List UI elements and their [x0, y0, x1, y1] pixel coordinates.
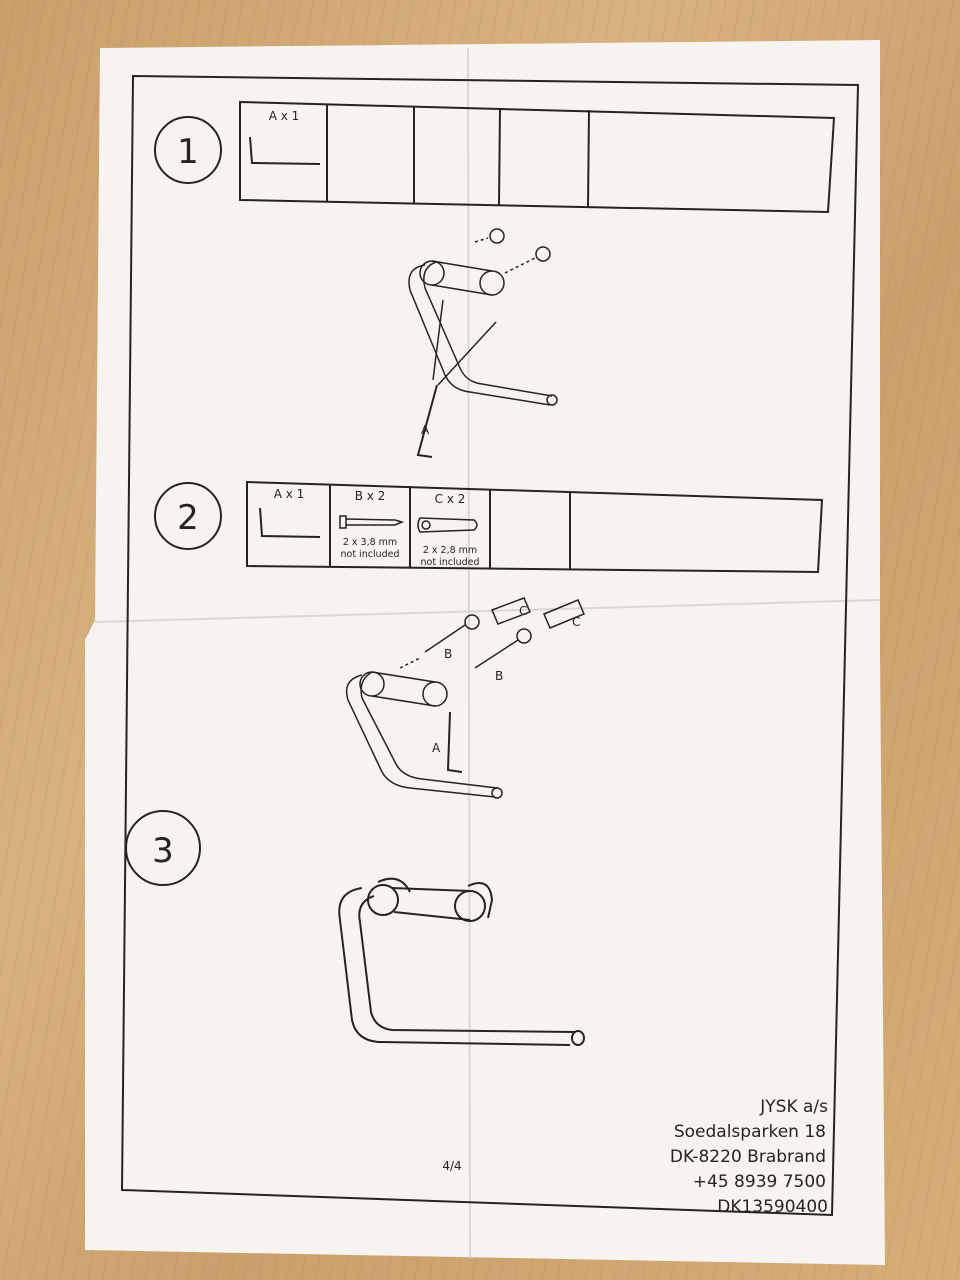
- page-border: [120, 74, 860, 1217]
- company-code: DK13590400: [717, 1197, 828, 1217]
- step-1-parts-table: [239, 100, 836, 214]
- allen-key-icon: [249, 136, 321, 165]
- step-2-callout-c2: C: [572, 615, 580, 629]
- step-2-part-b-size: 2 x 3,8 mm: [343, 537, 397, 548]
- step-2-parts-table: [246, 480, 824, 574]
- step-1-part-a-label: A x 1: [269, 109, 300, 123]
- step-2-assembly-drawing: B B C C A: [345, 597, 585, 799]
- step-3-finished-holder-drawing: [338, 877, 585, 1046]
- company-phone: +45 8939 7500: [693, 1172, 826, 1192]
- step-2-part-c-label: C x 2: [435, 492, 466, 506]
- step-2-callout-b1: B: [444, 647, 452, 661]
- company-street: Soedalsparken 18: [674, 1122, 826, 1142]
- step-2-part-c-size: 2 x 2,8 mm: [423, 545, 477, 556]
- company-name: JYSK a/s: [759, 1097, 828, 1117]
- screw-icon: [339, 515, 405, 529]
- step-3-circle: [125, 810, 201, 886]
- step-1-number: 1: [177, 132, 199, 172]
- step-1: 1 A x 1 A: [154, 100, 836, 458]
- step-1-circle: [154, 116, 222, 184]
- step-2: 2 A x 1 B x 2 2 x 3,8 mm not included C …: [154, 480, 824, 799]
- step-1-callout-a: A: [421, 423, 430, 437]
- company-address: JYSK a/s Soedalsparken 18 DK-8220 Brabra…: [670, 1097, 828, 1217]
- step-2-number: 2: [177, 498, 199, 538]
- step-3: 3: [125, 810, 585, 1046]
- wall-plug-icon: [417, 517, 478, 533]
- step-2-circle: [154, 482, 222, 550]
- step-1-assembly-drawing: A: [408, 228, 558, 458]
- page-number: 4/4: [442, 1159, 461, 1173]
- step-2-part-c-note: not included: [420, 557, 479, 568]
- step-2-callout-c1: C: [519, 604, 527, 618]
- step-2-part-b-note: not included: [340, 549, 399, 560]
- step-2-part-b-label: B x 2: [355, 489, 386, 503]
- step-2-part-a-label: A x 1: [274, 487, 305, 501]
- step-2-callout-a: A: [432, 741, 441, 755]
- company-city: DK-8220 Brabrand: [670, 1147, 826, 1167]
- step-2-callout-b2: B: [495, 669, 503, 683]
- step-3-number: 3: [152, 831, 174, 871]
- allen-key-icon: [259, 507, 321, 538]
